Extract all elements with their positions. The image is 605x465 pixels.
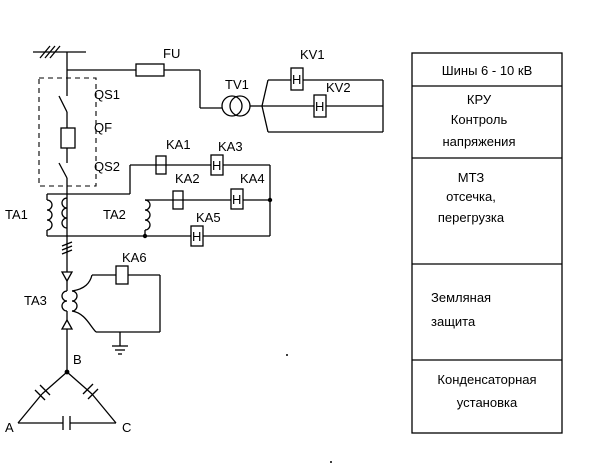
legend-table: Шины 6 - 10 кВ КРУ Контроль напряжения М… [411, 52, 563, 434]
relay-kv2-h: H [315, 99, 324, 114]
label-fu: FU [163, 46, 180, 61]
disconnector-qs1 [58, 88, 68, 128]
voltage-transformer-tv1 [221, 79, 384, 133]
relay-ka4: H [230, 188, 244, 210]
relay-ka2 [172, 190, 184, 210]
label-kv1: KV1 [300, 47, 325, 62]
breaker-qf [60, 127, 76, 149]
label-node-b: B [73, 352, 82, 367]
fuse-branch [67, 63, 222, 109]
fuse-fu [135, 63, 165, 77]
busbar [33, 45, 86, 59]
table-row-1-line-3: напряжения [443, 134, 516, 149]
relay-kv1: H [290, 67, 304, 91]
label-ta2: TA2 [103, 207, 126, 222]
label-tv1: TV1 [225, 77, 249, 92]
label-kv2: KV2 [326, 80, 351, 95]
label-ta3: TA3 [24, 293, 47, 308]
table-row-2-line-2: отсечка, [446, 189, 496, 204]
table-row-3-line-1: Земляная [431, 290, 491, 305]
label-node-a: A [5, 420, 14, 435]
label-ka5: KA5 [196, 210, 221, 225]
stray-dot [330, 461, 332, 463]
label-ka1: KA1 [166, 137, 191, 152]
stray-dot [286, 354, 288, 356]
table-row-1-line-1: КРУ [467, 92, 492, 107]
label-ka4: KA4 [240, 171, 265, 186]
table-row-3-line-2: защита [431, 314, 476, 329]
relay-ka1 [155, 155, 167, 175]
relay-ka5-h: H [192, 229, 201, 244]
current-transformer-ta3 [60, 265, 161, 372]
relay-ka3-h: H [212, 158, 221, 173]
label-qs2: QS2 [94, 159, 120, 174]
relay-ka6 [115, 265, 129, 285]
disconnector-qs2 [58, 148, 68, 236]
table-row-4-line-2: установка [457, 395, 518, 410]
label-qf: QF [94, 120, 112, 135]
table-row-2-line-3: перегрузка [438, 210, 505, 225]
current-transformer-ta1 [46, 193, 270, 237]
relay-ka5: H [190, 225, 204, 247]
label-ka6: KA6 [122, 250, 147, 265]
table-header: Шины 6 - 10 кВ [442, 63, 533, 78]
cable-marker [61, 236, 73, 272]
relay-kv1-h: H [292, 72, 301, 87]
relay-ka4-h: H [232, 192, 241, 207]
label-ka3: KA3 [218, 139, 243, 154]
relay-kv2: H [313, 94, 327, 118]
label-ta1: TA1 [5, 207, 28, 222]
capacitor-bank [17, 369, 117, 430]
table-row-1-line-2: Контроль [451, 112, 508, 127]
mtz-wiring [129, 164, 273, 239]
table-row-4-line-1: Конденсаторная [437, 372, 536, 387]
label-ka2: KA2 [175, 171, 200, 186]
label-node-c: C [122, 420, 131, 435]
table-row-2-line-1: МТЗ [458, 170, 485, 185]
label-qs1: QS1 [94, 87, 120, 102]
relay-ka3: H [210, 154, 224, 176]
